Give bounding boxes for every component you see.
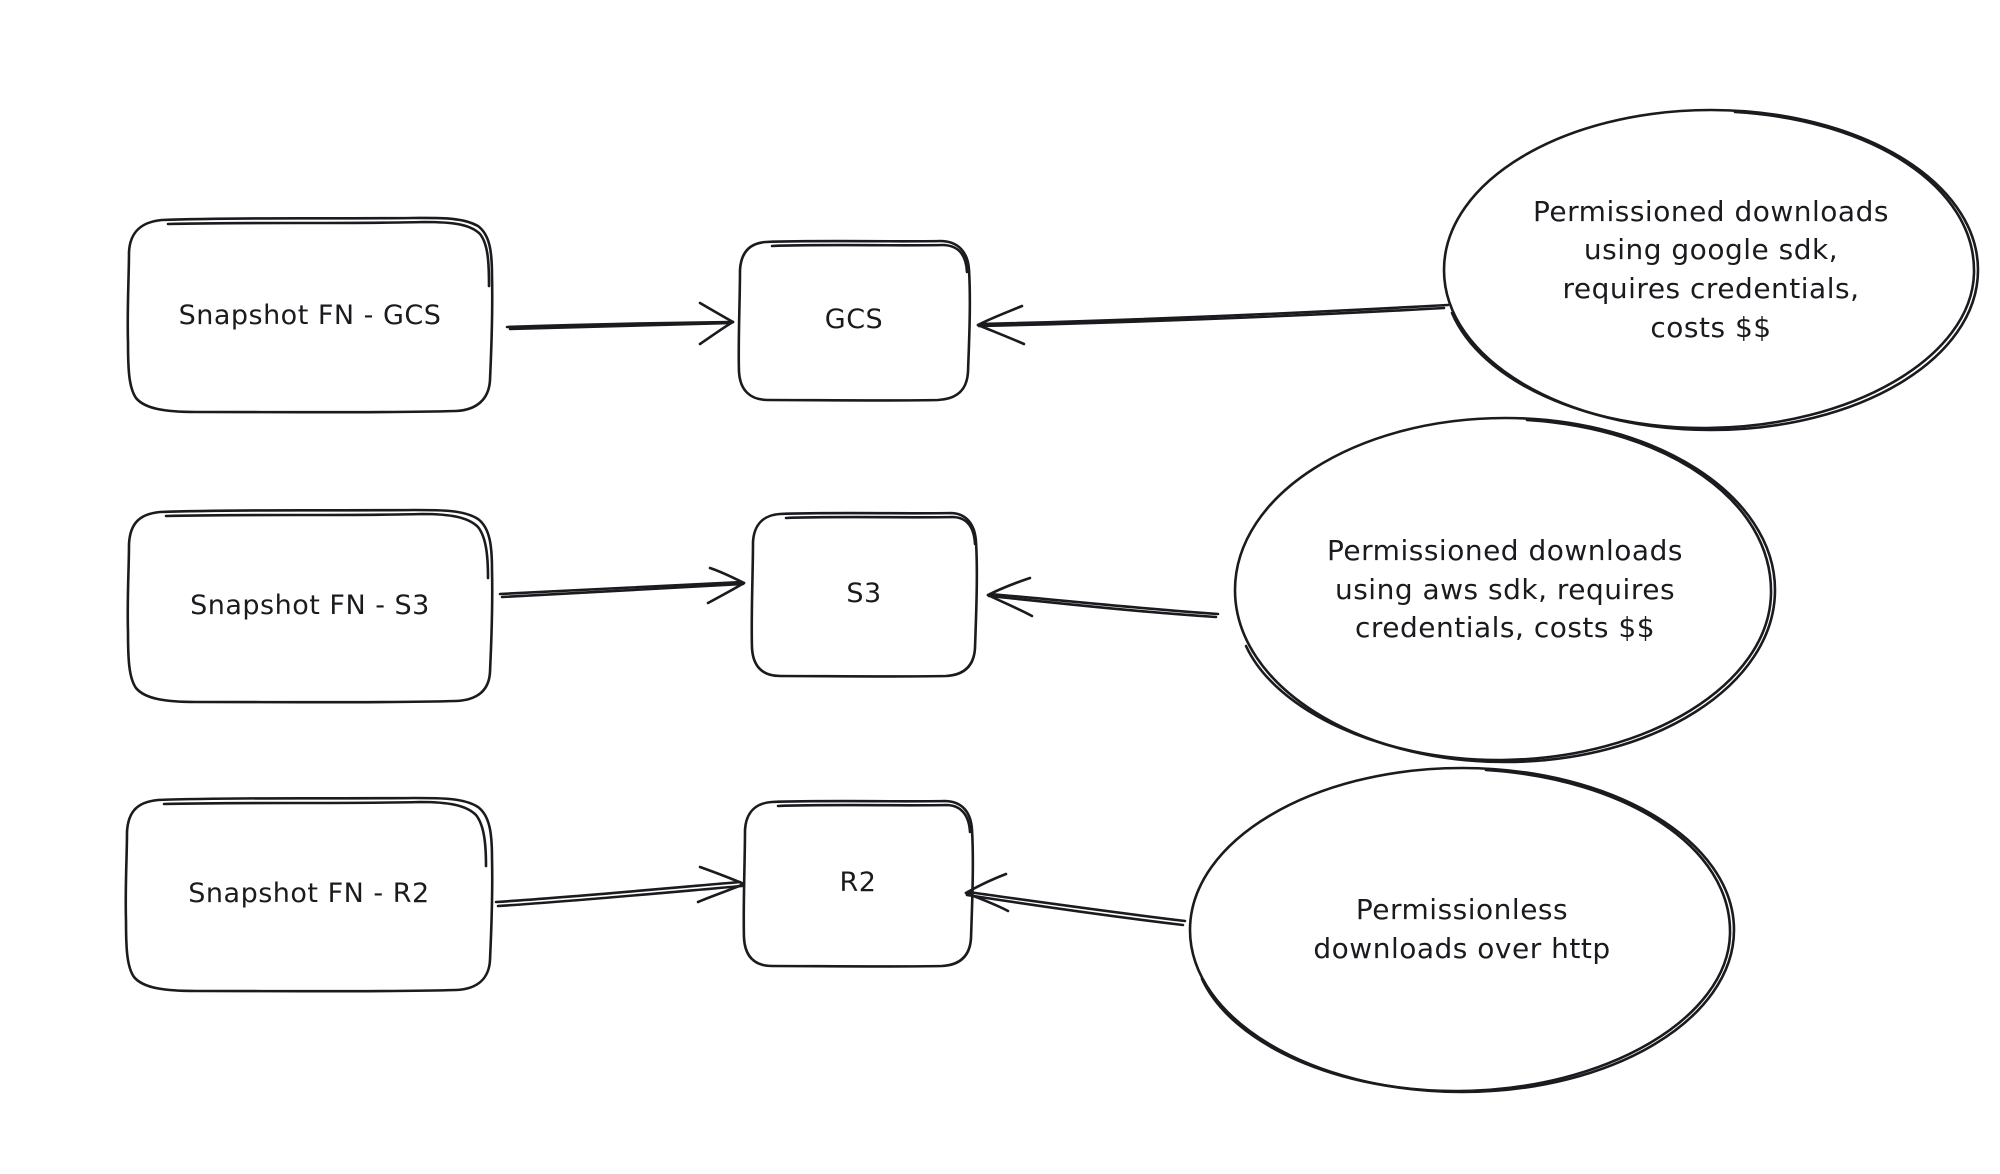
edge-snapshot-fn-s3-to-s3 bbox=[498, 566, 746, 605]
edge-snapshot-fn-gcs-to-gcs bbox=[505, 301, 735, 346]
edge-note-s3-to-s3 bbox=[986, 576, 1220, 619]
node-shape-note-r2[interactable] bbox=[1188, 766, 1736, 1094]
edge-note-r2-to-r2 bbox=[964, 872, 1187, 927]
node-shape-snapshot-fn-s3[interactable] bbox=[126, 508, 494, 704]
node-shape-snapshot-fn-gcs[interactable] bbox=[126, 216, 494, 414]
node-shape-s3[interactable] bbox=[750, 511, 979, 678]
node-shape-r2[interactable] bbox=[742, 799, 975, 968]
node-shape-note-gcs[interactable] bbox=[1442, 108, 1980, 432]
edge-note-gcs-to-gcs bbox=[976, 303, 1450, 346]
edge-snapshot-fn-r2-to-r2 bbox=[494, 865, 746, 908]
node-shape-note-s3[interactable] bbox=[1233, 416, 1777, 764]
node-shape-snapshot-fn-r2[interactable] bbox=[124, 796, 494, 993]
node-shape-gcs[interactable] bbox=[737, 239, 972, 402]
